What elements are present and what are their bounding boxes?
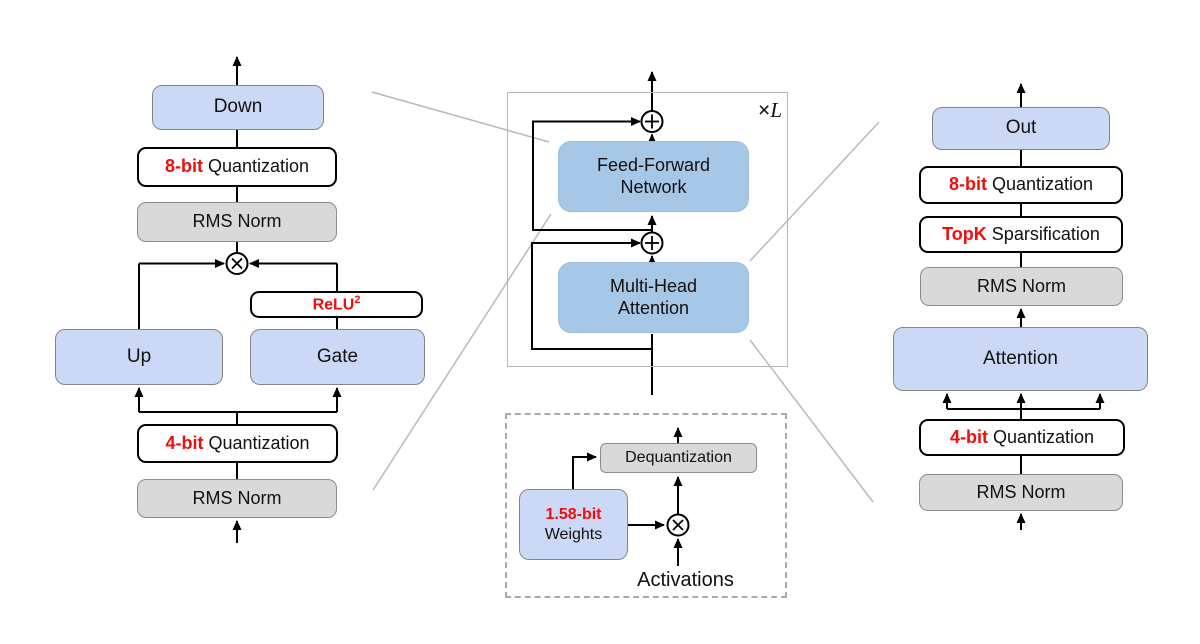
attention-4bit-quantization-label: 4-bit Quantization <box>949 426 1095 447</box>
repeat-count-label: ×L <box>758 98 782 122</box>
weights-label: Weights <box>544 525 603 543</box>
relu-squared-box: ReLU2 <box>250 291 423 318</box>
out-projection-box: Out <box>932 107 1110 150</box>
attention-8bit-quantization-label: 8-bit Quantization <box>948 174 1094 195</box>
attention-rms-norm-top-label: RMS Norm <box>977 275 1066 296</box>
ffn-rms-norm-top-label: RMS Norm <box>192 211 282 232</box>
out-projection-label: Out <box>1005 117 1037 139</box>
ffn-4bit-quantization-label: 4-bit Quantization <box>165 432 310 453</box>
attention-8bit-quantization-box: 8-bit Quantization <box>919 166 1123 204</box>
attention-label: Attention <box>983 347 1058 369</box>
feed-forward-network-box: Feed-Forward Network <box>558 141 749 212</box>
ffn-rms-norm-bottom-label: RMS Norm <box>192 487 282 508</box>
topk-sparsification-label: TopK Sparsification <box>942 223 1100 244</box>
relu-squared-label: ReLU2 <box>312 294 361 314</box>
elementwise-multiply-icon <box>666 513 690 537</box>
weights-box: 1.58-bit Weights <box>519 489 628 560</box>
up-projection-box: Up <box>55 329 223 385</box>
attention-4bit-quantization-box: 4-bit Quantization <box>919 419 1125 456</box>
residual-add-icon <box>640 110 664 133</box>
ffn-rms-norm-bottom-box: RMS Norm <box>137 479 337 518</box>
ffn-detail-arrows <box>134 56 342 543</box>
attention-detail-arrows <box>942 83 1105 530</box>
ffn-8bit-quantization-box: 8-bit Quantization <box>137 147 337 187</box>
ffn-label-line1: Feed-Forward <box>596 154 711 175</box>
zoom-connector-lines <box>371 91 880 503</box>
residual-add-icon <box>640 231 664 255</box>
down-projection-label: Down <box>213 96 263 118</box>
attention-rms-norm-bottom-box: RMS Norm <box>919 474 1123 511</box>
activations-label: Activations <box>637 569 734 591</box>
weights-legend-frame <box>505 413 787 598</box>
elementwise-multiply-icon <box>225 252 249 275</box>
weights-legend-arrows <box>572 427 683 566</box>
attention-rms-norm-top-box: RMS Norm <box>920 267 1123 306</box>
down-projection-box: Down <box>152 85 324 130</box>
ffn-4bit-quantization-box: 4-bit Quantization <box>137 424 338 463</box>
attention-rms-norm-bottom-label: RMS Norm <box>976 481 1066 502</box>
transformer-block-arrows <box>531 71 657 395</box>
gate-projection-box: Gate <box>250 329 425 385</box>
transformer-block-frame <box>507 92 788 367</box>
up-projection-label: Up <box>126 345 152 367</box>
weights-bits-label: 1.58-bit <box>545 506 602 524</box>
gate-projection-label: Gate <box>316 345 359 367</box>
multi-head-attention-box: Multi-Head Attention <box>558 262 749 333</box>
mha-label-line2: Attention <box>617 297 690 318</box>
topk-sparsification-box: TopK Sparsification <box>919 216 1123 253</box>
ffn-8bit-quantization-label: 8-bit Quantization <box>164 156 310 177</box>
dequantization-box: Dequantization <box>600 443 757 473</box>
dequantization-label: Dequantization <box>625 449 732 467</box>
attention-box: Attention <box>893 327 1148 391</box>
ffn-label-line2: Network <box>620 176 687 197</box>
ffn-rms-norm-top-box: RMS Norm <box>137 202 337 242</box>
mha-label-line1: Multi-Head <box>609 275 698 296</box>
